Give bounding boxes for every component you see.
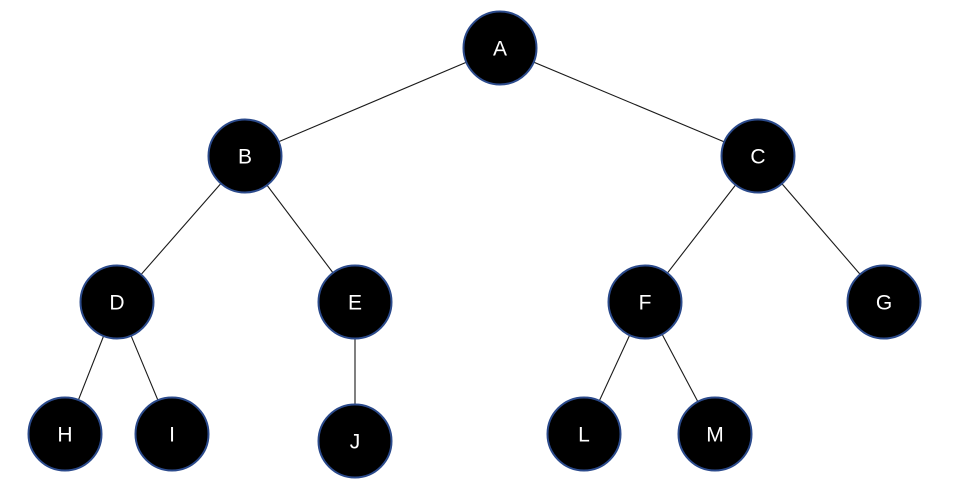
tree-edge-a-c <box>499 47 759 157</box>
node-circle-e[interactable] <box>317 264 393 340</box>
node-circle-f[interactable] <box>607 264 683 340</box>
tree-node-a[interactable]: A <box>462 10 538 86</box>
tree-node-m[interactable]: M <box>677 396 753 472</box>
tree-node-c[interactable]: C <box>720 118 796 194</box>
tree-node-e[interactable]: E <box>317 264 393 340</box>
tree-node-f[interactable]: F <box>607 264 683 340</box>
tree-node-b[interactable]: B <box>207 118 283 194</box>
node-circle-l[interactable] <box>546 396 622 472</box>
node-circle-a[interactable] <box>462 10 538 86</box>
node-circle-m[interactable] <box>677 396 753 472</box>
node-circle-i[interactable] <box>134 396 210 472</box>
node-circle-g[interactable] <box>846 264 922 340</box>
tree-node-h[interactable]: H <box>27 396 103 472</box>
node-circle-b[interactable] <box>207 118 283 194</box>
node-circle-c[interactable] <box>720 118 796 194</box>
edges-layer <box>64 47 885 441</box>
tree-node-j[interactable]: J <box>317 403 393 479</box>
tree-node-d[interactable]: D <box>79 264 155 340</box>
tree-edge-a-b <box>244 47 501 157</box>
node-circle-d[interactable] <box>79 264 155 340</box>
node-circle-h[interactable] <box>27 396 103 472</box>
tree-node-i[interactable]: I <box>134 396 210 472</box>
tree-node-l[interactable]: L <box>546 396 622 472</box>
node-circle-j[interactable] <box>317 403 393 479</box>
tree-node-g[interactable]: G <box>846 264 922 340</box>
